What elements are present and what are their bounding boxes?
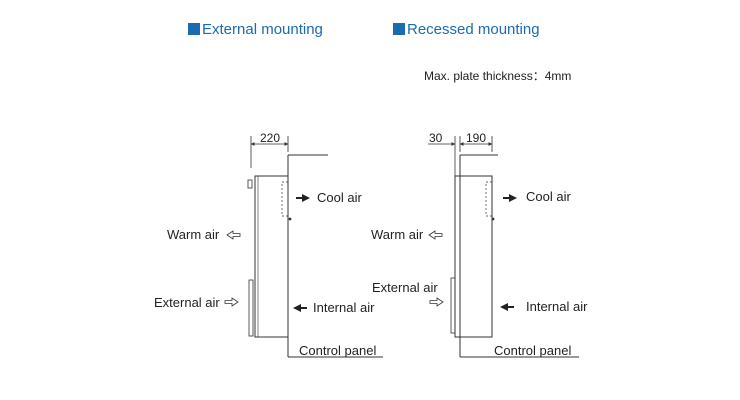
external-air-arrow-icon <box>224 297 239 307</box>
recessed-mounting-diagram: 30 190 Control panel Cool air Warm air E… <box>371 131 588 358</box>
external-air-vent <box>248 279 254 337</box>
cool-air-label: Cool air <box>317 190 362 205</box>
cool-air-label: Cool air <box>526 189 571 204</box>
control-panel-label: Control panel <box>494 343 571 358</box>
cooler-unit <box>254 175 289 338</box>
warm-air-arrow-icon <box>226 230 241 240</box>
external-air-arrow-icon <box>429 297 444 307</box>
external-mounting-title: External mounting <box>202 21 323 38</box>
internal-air-arrow-icon <box>293 304 307 312</box>
internal-air-arrow-icon <box>500 303 514 311</box>
dimension-220-label: 220 <box>260 131 280 145</box>
external-air-label: External air <box>154 295 220 310</box>
cool-air-arrow-icon <box>296 194 310 202</box>
recessed-mounting-heading: Recessed mounting <box>393 21 540 38</box>
dimension-30-label: 30 <box>429 131 443 145</box>
external-mounting-heading: External mounting <box>188 21 323 38</box>
cooler-top-bracket <box>247 179 253 189</box>
square-bullet-icon <box>188 23 200 35</box>
cool-air-arrow-icon <box>503 194 517 202</box>
external-air-vent <box>450 277 456 334</box>
internal-air-label: Internal air <box>526 299 588 314</box>
recessed-mounting-title: Recessed mounting <box>407 21 540 38</box>
dimension-190-label: 190 <box>466 131 486 145</box>
internal-vent <box>485 181 493 217</box>
control-panel-label: Control panel <box>299 343 376 358</box>
warm-air-label: Warm air <box>371 227 424 242</box>
warm-air-arrow-icon <box>428 230 443 240</box>
fixing-point <box>288 217 292 221</box>
plate-thickness-note: Max. plate thickness：4mm <box>424 69 572 83</box>
internal-air-label: Internal air <box>313 300 375 315</box>
internal-vent <box>281 181 289 217</box>
cooler-unit <box>454 175 493 338</box>
external-air-label: External air <box>372 280 438 295</box>
external-mounting-diagram: 220 Control panel Cool air Warm air Exte… <box>154 131 383 358</box>
warm-air-label: Warm air <box>167 227 220 242</box>
square-bullet-icon <box>393 23 405 35</box>
fixing-point <box>491 217 495 221</box>
